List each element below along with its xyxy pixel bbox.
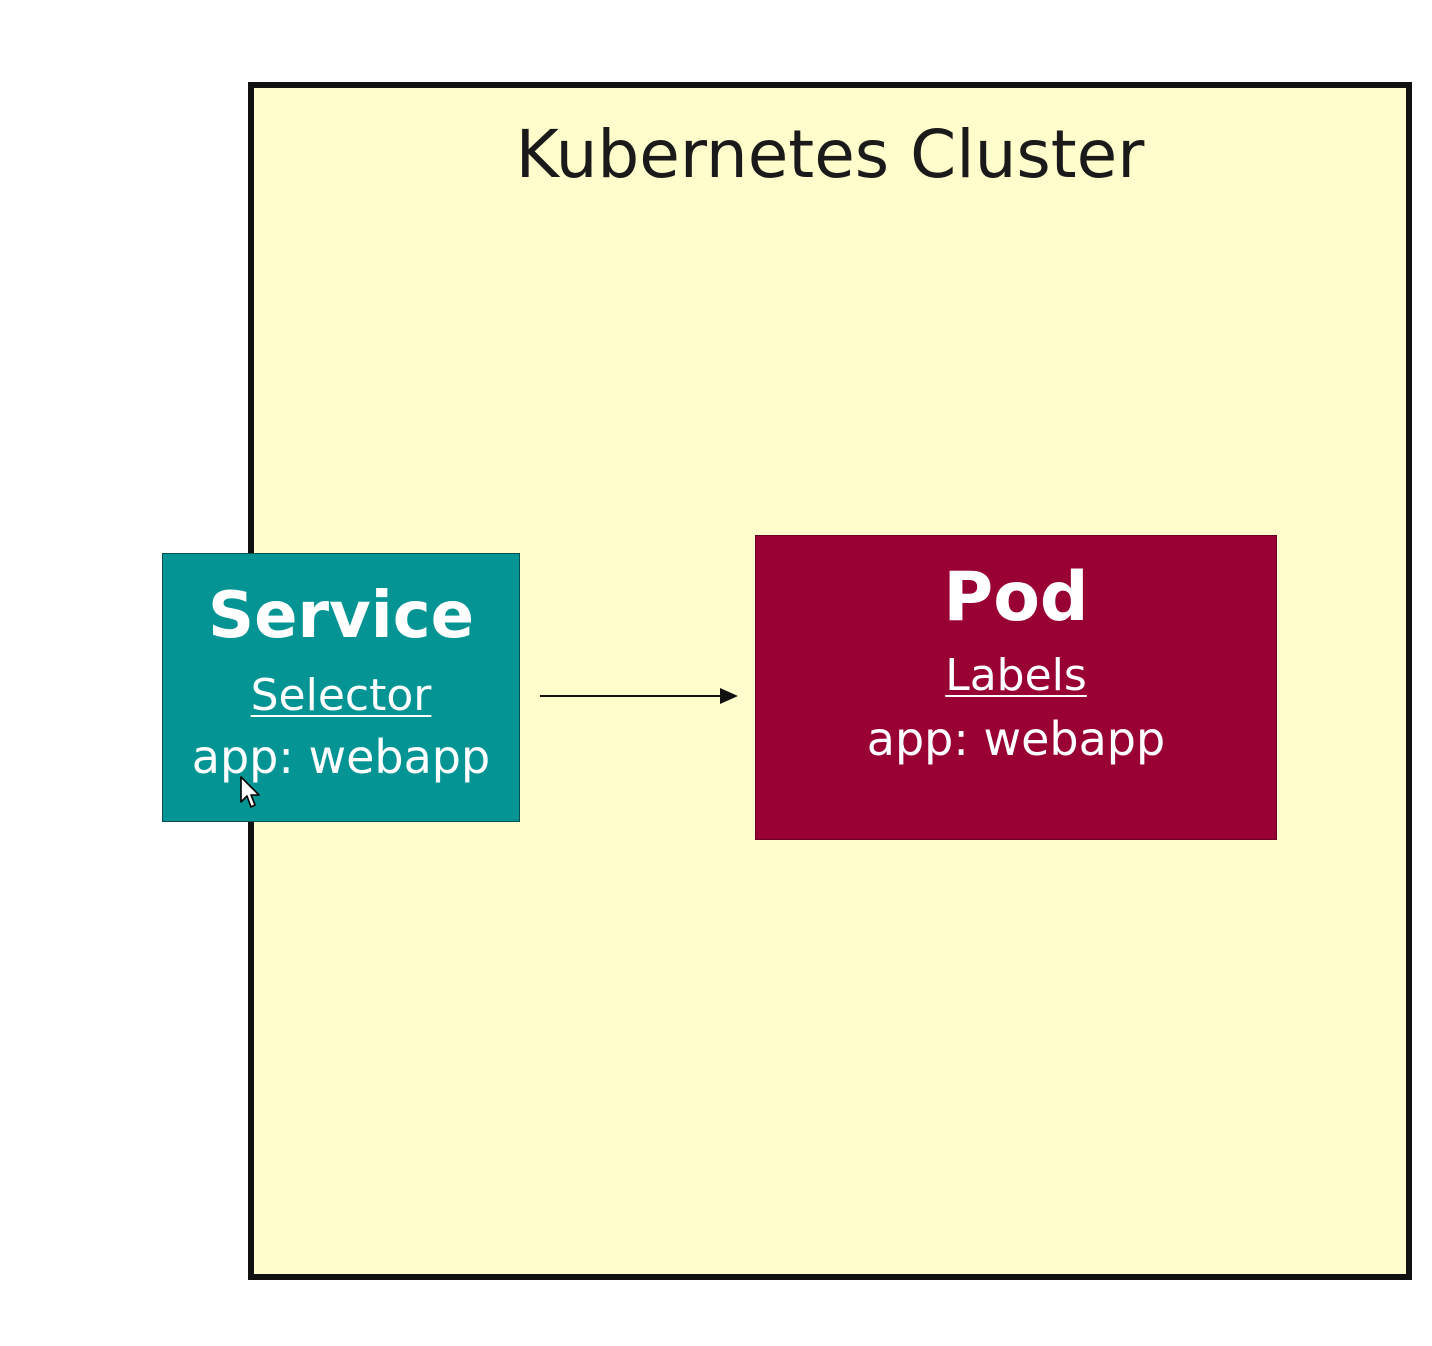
service-selector-label: Selector — [250, 670, 432, 721]
cluster-title: Kubernetes Cluster — [515, 116, 1145, 193]
arrow-head — [720, 688, 738, 704]
service-selector-value: app: webapp — [191, 730, 491, 784]
pod-labels-label: Labels — [945, 650, 1087, 701]
service-title: Service — [207, 579, 475, 653]
pod-title: Pod — [943, 558, 1089, 637]
service-to-pod-arrow — [540, 688, 738, 704]
service-box: Service Selector app: webapp — [162, 553, 520, 822]
mouse-pointer-icon — [240, 776, 260, 808]
pod-labels-value: app: webapp — [866, 712, 1166, 766]
pod-box: Pod Labels app: webapp — [755, 535, 1277, 840]
